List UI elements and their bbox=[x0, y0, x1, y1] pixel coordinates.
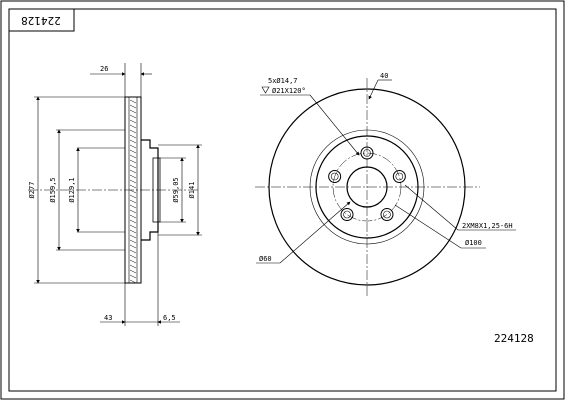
vent-hatch-line bbox=[129, 104, 137, 109]
bolt-hole-inner bbox=[363, 149, 371, 157]
bolt-hole-inner bbox=[330, 172, 339, 181]
dim-inner-diameter-2: Ø129,1 bbox=[68, 177, 76, 202]
bolt-hole bbox=[360, 146, 374, 160]
vent-hatch-line bbox=[129, 124, 137, 129]
bolt-circle bbox=[332, 152, 402, 222]
part-number: 224128 bbox=[494, 332, 534, 345]
vent-hatch-line bbox=[129, 239, 137, 244]
bolt-hole-inner bbox=[383, 210, 391, 219]
vent-hatch-line bbox=[129, 139, 137, 144]
vent-hatch-line bbox=[129, 164, 137, 169]
vent-hatch-line bbox=[129, 169, 137, 174]
vent-hatch-line bbox=[129, 149, 137, 154]
vent-hatch-line bbox=[129, 249, 137, 254]
vent-hatch-line bbox=[129, 269, 137, 274]
bolt-hole-inner bbox=[343, 210, 351, 219]
title-box bbox=[8, 8, 75, 32]
vent-hatch-line bbox=[129, 219, 137, 224]
dim-hat-thickness: 6,5 bbox=[163, 314, 176, 322]
vent-hatch-line bbox=[129, 159, 137, 164]
vent-hatch-line bbox=[129, 209, 137, 214]
bolt-hole-inner bbox=[395, 172, 404, 181]
dim-outer-diameter: Ø277 bbox=[28, 182, 36, 199]
callout-vent: 40 bbox=[380, 72, 388, 80]
side-view: Ø277 Ø159,5 Ø129,1 Ø59,05 Ø141 26 43 6,5 bbox=[28, 63, 202, 326]
vent-hatch-line bbox=[129, 129, 137, 134]
vent-hatch-line bbox=[129, 254, 137, 259]
bolt-hole bbox=[328, 169, 342, 183]
vent-hatch-line bbox=[129, 234, 137, 239]
vent-hatch-line bbox=[129, 244, 137, 249]
dim-height-bottom: 43 bbox=[104, 314, 112, 322]
vent-hatch-line bbox=[129, 144, 137, 149]
vent-hatch-line bbox=[129, 229, 137, 234]
vent-hatch-line bbox=[129, 259, 137, 264]
vent-hatch-line bbox=[129, 204, 137, 209]
vent-hatch-line bbox=[129, 264, 137, 269]
dim-hat-diameter: Ø141 bbox=[188, 182, 196, 199]
dim-inner-diameter-1: Ø159,5 bbox=[49, 177, 57, 202]
part-number-rotated: 224128 bbox=[21, 14, 61, 27]
bolt-hole bbox=[380, 208, 394, 222]
vent-hatch-line bbox=[129, 179, 137, 184]
callout-thread: 2XM8X1,25-6H bbox=[462, 222, 513, 230]
vent-hatch-line bbox=[129, 214, 137, 219]
vent-hatch-line bbox=[129, 279, 137, 284]
center-bore bbox=[346, 166, 388, 208]
vent-hatch-line bbox=[129, 154, 137, 159]
callout-bolt-circle: Ø100 bbox=[465, 239, 482, 247]
vent-hatch-line bbox=[129, 134, 137, 139]
dim-thickness-top: 26 bbox=[100, 65, 108, 73]
disc-outer-edge bbox=[268, 88, 466, 286]
dim-hub-diameter: Ø59,05 bbox=[172, 177, 180, 202]
vent-hatch-line bbox=[129, 174, 137, 179]
disc-friction-inner bbox=[309, 129, 425, 245]
vent-hatch-line bbox=[129, 199, 137, 204]
vent-hatch-line bbox=[129, 274, 137, 279]
vent-hatch-line bbox=[129, 194, 137, 199]
hat-edge bbox=[315, 135, 419, 239]
vent-hatch-line bbox=[129, 99, 137, 104]
front-view: 5xØ14,7 Ø21X120° 40 2XM8X1,25-6H Ø100 Ø6… bbox=[255, 72, 516, 296]
vent-hatch-line bbox=[129, 109, 137, 114]
callout-pcd: Ø21X120° bbox=[272, 87, 306, 95]
inner-frame bbox=[8, 8, 557, 392]
callout-holes: 5xØ14,7 bbox=[268, 77, 298, 85]
vent-hatch-line bbox=[129, 189, 137, 194]
bolt-hole bbox=[392, 169, 406, 183]
callout-center-bore: Ø60 bbox=[259, 255, 272, 263]
vent-hatch-line bbox=[129, 184, 137, 189]
vent-hatch-line bbox=[129, 224, 137, 229]
bolt-hole bbox=[340, 208, 354, 222]
vent-hatch-line bbox=[129, 119, 137, 124]
vent-hatch-line bbox=[129, 114, 137, 119]
